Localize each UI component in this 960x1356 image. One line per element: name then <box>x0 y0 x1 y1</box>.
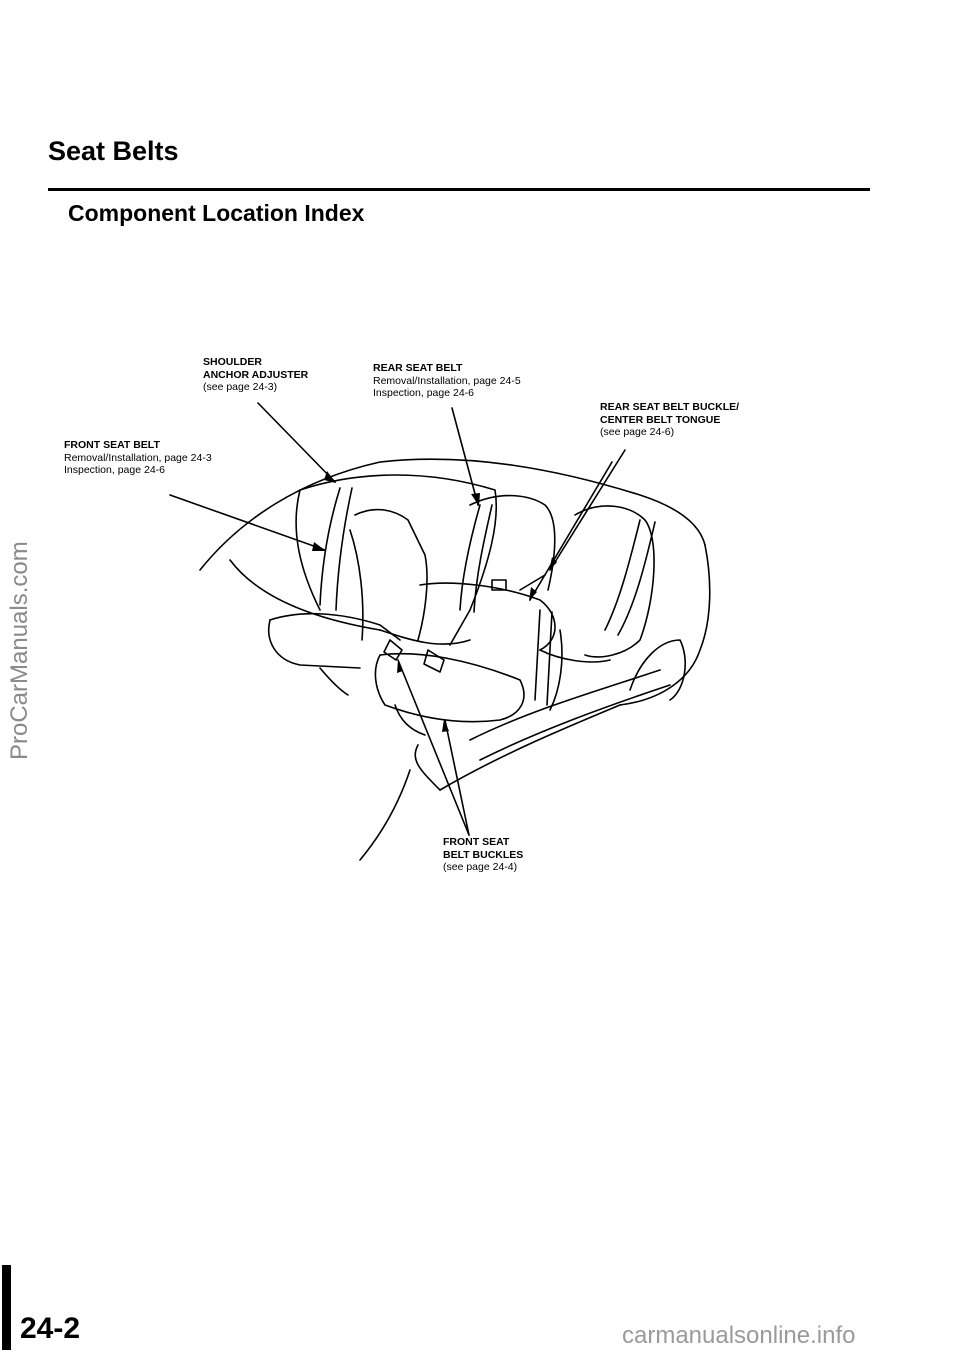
page-reference: Removal/Installation, page 24-5 <box>373 374 521 387</box>
label-heading: FRONT SEAT <box>443 836 510 848</box>
section-subtitle: Component Location Index <box>68 200 365 226</box>
page-reference: Removal/Installation, page 24-3 <box>64 451 212 464</box>
label-shoulder-anchor-adjuster: SHOULDER ANCHOR ADJUSTER (see page 24-3) <box>203 356 308 394</box>
page-number: 24-2 <box>20 1312 81 1345</box>
page-reference: Inspection, page 24-6 <box>373 387 474 399</box>
label-front-seat-belt-buckles: FRONT SEAT BELT BUCKLES (see page 24-4) <box>443 836 523 874</box>
leader-arrowheads <box>312 471 557 732</box>
title-divider <box>48 188 870 191</box>
label-rear-seat-belt: REAR SEAT BELT Removal/Installation, pag… <box>373 362 521 400</box>
label-heading: REAR SEAT BELT <box>373 362 463 374</box>
page-edge-bar <box>2 1265 11 1350</box>
side-watermark: ProCarManuals.com <box>6 541 33 760</box>
label-heading: REAR SEAT BELT BUCKLE/ <box>600 401 740 413</box>
label-front-seat-belt: FRONT SEAT BELT Removal/Installation, pa… <box>64 439 212 477</box>
page-reference: Inspection, page 24-6 <box>64 464 165 476</box>
page-reference: (see page 24-6) <box>600 426 675 438</box>
label-rear-buckle: REAR SEAT BELT BUCKLE/ CENTER BELT TONGU… <box>600 401 739 439</box>
label-heading: FRONT SEAT BELT <box>64 439 160 451</box>
page-title: Seat Belts <box>48 136 179 166</box>
bottom-watermark: carmanualsonline.info <box>622 1322 856 1349</box>
label-heading: ANCHOR ADJUSTER <box>203 368 309 381</box>
page-reference: (see page 24-3) <box>203 381 278 393</box>
leader-lines <box>169 402 626 836</box>
label-heading: BELT BUCKLES <box>443 848 524 861</box>
label-heading: SHOULDER <box>203 356 262 368</box>
label-heading: CENTER BELT TONGUE <box>600 413 721 426</box>
page-reference: (see page 24-4) <box>443 861 518 873</box>
